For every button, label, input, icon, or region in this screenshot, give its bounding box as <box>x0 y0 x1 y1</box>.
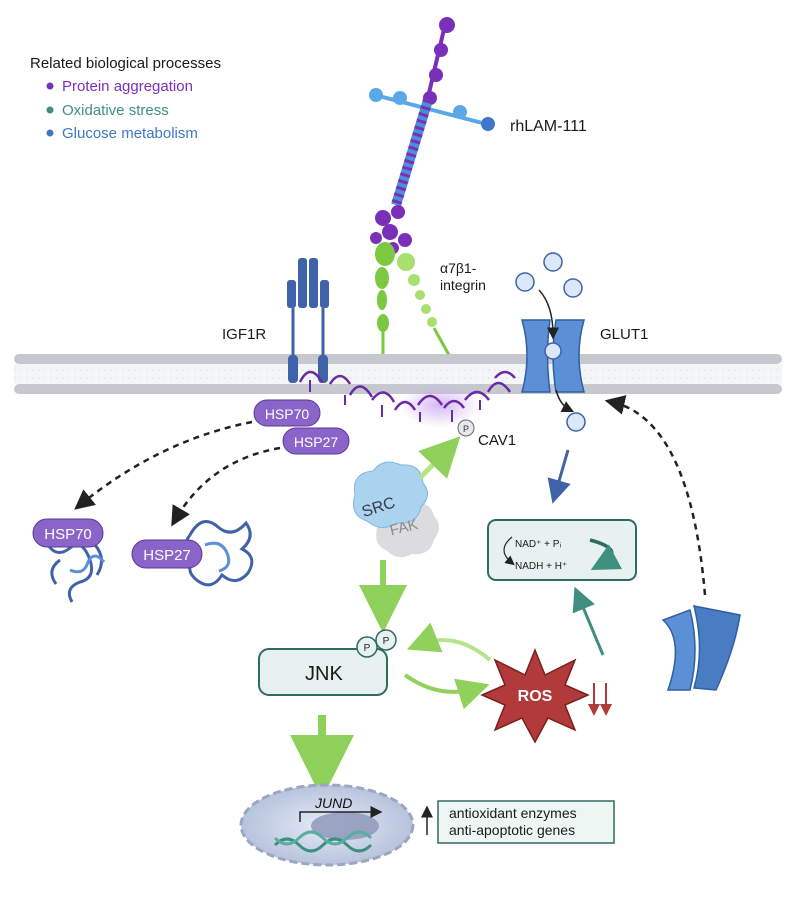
legend-item-oxidative-stress: Oxidative stress <box>62 102 169 119</box>
outcome-line1: antioxidant enzymes <box>449 805 577 821</box>
glucose-to-nad-arrow <box>547 449 571 504</box>
glut1-transporter <box>521 319 585 393</box>
cell-membrane <box>14 354 782 394</box>
hsp27-release-arrow <box>171 446 281 527</box>
hsp70-aggregate <box>43 539 106 603</box>
glucose-molecule <box>543 252 563 272</box>
hsp27-membrane-label: HSP27 <box>294 434 339 450</box>
cav1-phospho-label: P <box>463 424 469 434</box>
ros-burst <box>480 647 590 744</box>
hsp70-membrane <box>253 399 321 427</box>
legend-title: Related biological processes <box>30 55 221 72</box>
ros-to-nad-arrow <box>572 586 605 656</box>
glucose-influx-arrow <box>538 289 559 340</box>
hsp70-free-label: HSP70 <box>44 526 92 543</box>
caveolin-cluster <box>298 370 516 427</box>
rhlam-111-label: rhLAM-111 <box>510 118 587 135</box>
integrin-label-line2: integrin <box>440 277 486 293</box>
jnk-phospho-2 <box>375 629 397 651</box>
ros-label: ROS <box>518 688 553 705</box>
src-to-cav1-arrow <box>418 436 461 480</box>
nucleus <box>239 783 415 867</box>
fak-label: FAK <box>388 516 420 539</box>
cav1-label: CAV1 <box>478 432 516 449</box>
legend-item-glucose-metabolism: Glucose metabolism <box>62 125 198 142</box>
nad-top-label: NAD⁺ + Pᵢ <box>515 539 561 550</box>
glucose-molecule <box>566 412 586 432</box>
nad-bottom-label: NADH + H⁺ <box>515 561 567 572</box>
jnk-box <box>258 648 388 696</box>
integrin-label-line1: α7β1- <box>440 260 477 276</box>
nad-reduction-arrow <box>503 536 515 566</box>
glucose-molecule <box>515 272 535 292</box>
legend-dot-glucose <box>46 129 54 137</box>
glucose-molecule <box>563 278 583 298</box>
hsp70-release-arrow <box>74 420 253 510</box>
ros-to-jnk-arrow <box>406 622 492 662</box>
glut1-label: GLUT1 <box>600 326 648 343</box>
jnk-label: JNK <box>305 663 343 685</box>
rhlam-111-molecule <box>369 17 495 254</box>
cav1-phospho-group <box>457 419 475 437</box>
jnk-phospho-2-label: P <box>383 636 390 647</box>
jund-gene-label: JUND <box>314 795 352 811</box>
glucose-release-arrow <box>555 389 575 413</box>
jnk-to-ros-arrow <box>403 673 490 710</box>
outcome-line2: anti-apoptotic genes <box>449 822 575 838</box>
hsp27-membrane <box>282 427 350 455</box>
hsp27-free-label: HSP27 <box>143 547 191 564</box>
glut1-vesicle-transporter <box>661 605 741 691</box>
hsp70-free <box>32 518 104 548</box>
nad-cycle-arrow <box>589 538 623 570</box>
outcome-box <box>437 800 615 844</box>
legend: Related biological processes Protein agg… <box>30 55 221 142</box>
jnk-phospho-1-label: P <box>364 643 371 654</box>
jnk-phospho-1 <box>356 636 378 658</box>
legend-dot-oxidative <box>46 106 54 114</box>
src-fak-complex <box>353 461 439 558</box>
igf1r-label: IGF1R <box>222 326 266 343</box>
legend-item-protein-aggregation: Protein aggregation <box>62 78 193 95</box>
hsp70-membrane-label: HSP70 <box>265 406 310 422</box>
legend-dot-protein <box>46 82 54 90</box>
igf1r-receptor <box>287 258 329 383</box>
hsp27-free <box>131 539 203 569</box>
